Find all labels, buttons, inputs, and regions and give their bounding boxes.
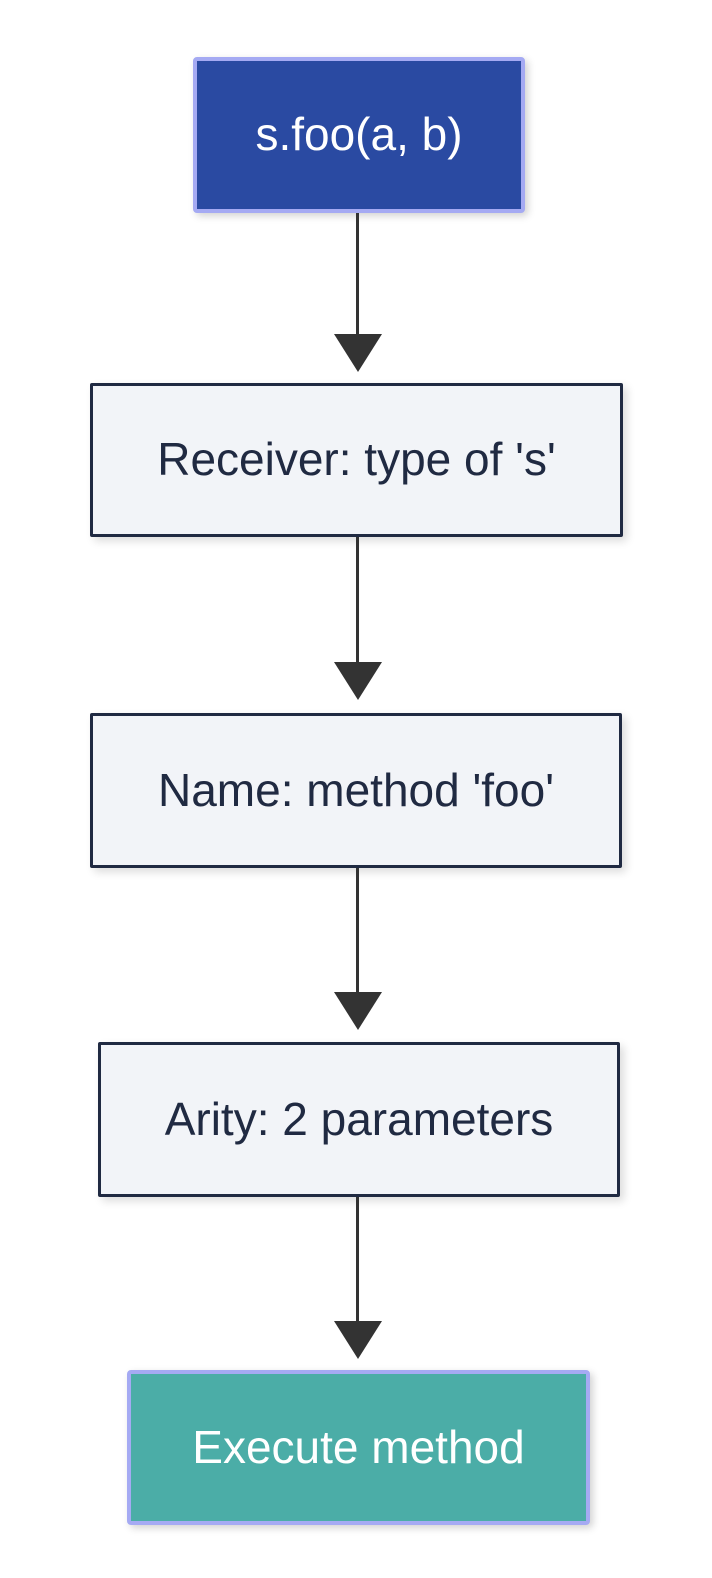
edge-receiver-to-name-line [356, 537, 359, 665]
arrowhead-down-icon [334, 662, 382, 700]
node-receiver: Receiver: type of 's' [90, 383, 623, 537]
arrowhead-down-icon [334, 334, 382, 372]
node-receiver-label: Receiver: type of 's' [157, 433, 556, 486]
node-arity-label: Arity: 2 parameters [164, 1092, 554, 1145]
arrowhead-down-icon [334, 1321, 382, 1359]
edge-call-to-receiver-line [356, 213, 359, 335]
node-method-call: s.foo(a, b) [193, 57, 525, 213]
arrowhead-down-icon [334, 992, 382, 1030]
node-method-call-label: s.foo(a, b) [255, 108, 463, 161]
node-execute-method-label: Execute method [192, 1420, 525, 1473]
node-method-name: Name: method 'foo' [90, 713, 622, 868]
edge-arity-to-execute-line [356, 1197, 359, 1324]
node-execute-method: Execute method [127, 1370, 590, 1525]
node-method-name-label: Name: method 'foo' [158, 763, 554, 816]
node-arity: Arity: 2 parameters [98, 1042, 620, 1197]
edge-name-to-arity-line [356, 868, 359, 995]
